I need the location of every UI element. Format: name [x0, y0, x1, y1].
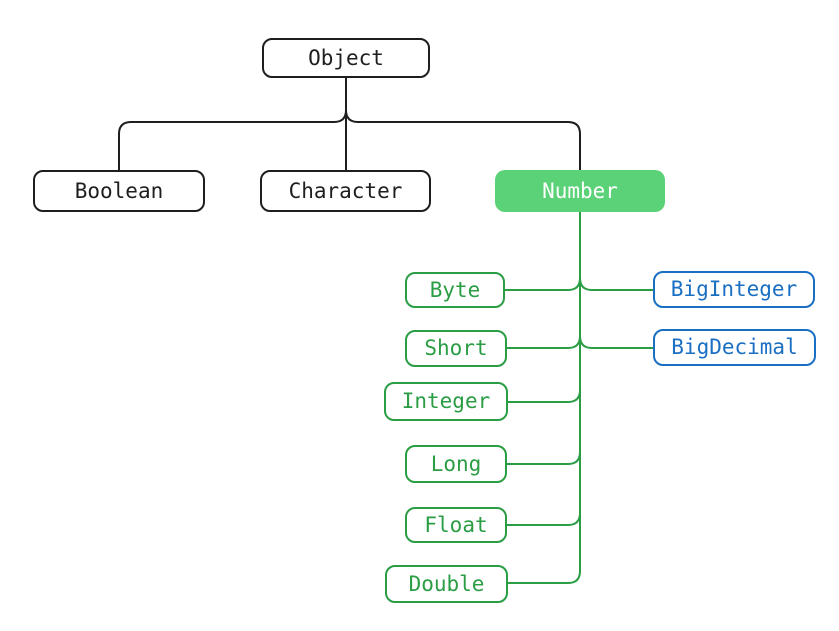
node-integer: Integer	[384, 382, 508, 421]
node-float: Float	[405, 507, 507, 543]
node-double: Double	[385, 565, 508, 603]
node-long: Long	[405, 445, 507, 483]
edge-number-float	[505, 512, 581, 526]
node-biginteger: BigInteger	[653, 271, 815, 308]
edge-object-boolean	[118, 109, 347, 171]
edge-object-number	[345, 109, 581, 171]
node-character: Character	[260, 170, 431, 212]
edge-number-byte	[503, 277, 581, 291]
edge-number-short	[505, 335, 581, 349]
node-bigdecimal: BigDecimal	[653, 329, 816, 366]
node-boolean: Boolean	[33, 170, 205, 212]
edge-number-biginteger	[579, 277, 655, 291]
node-short: Short	[405, 330, 507, 367]
edge-number-integer	[506, 389, 581, 403]
node-byte: Byte	[405, 272, 505, 308]
node-object: Object	[262, 38, 430, 78]
node-number: Number	[495, 170, 665, 212]
edge-number-bigdecimal	[579, 335, 655, 349]
edge-number-double	[507, 211, 581, 584]
edge-number-long	[505, 451, 581, 465]
